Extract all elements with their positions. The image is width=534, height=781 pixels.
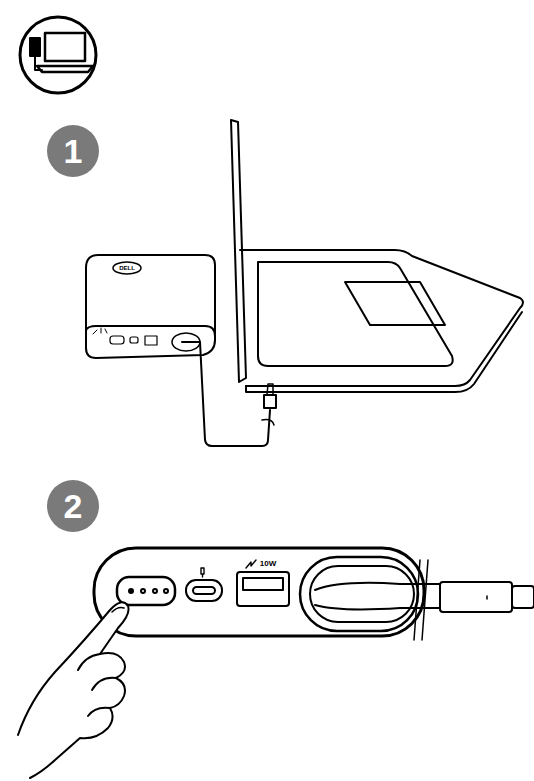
usb-c-plug (440, 582, 534, 612)
laptop-icon (30, 33, 93, 72)
cable (182, 342, 270, 446)
brand-logo: DELL (119, 265, 135, 271)
step-circle: 1 (47, 125, 99, 177)
step-number: 2 (64, 489, 83, 523)
hand (18, 602, 129, 778)
step-number: 1 (64, 134, 83, 168)
mode-icon (20, 17, 96, 93)
step-circle: 2 (47, 480, 99, 532)
laptop (231, 120, 523, 392)
cable-connector (264, 395, 276, 408)
port-rating: 10W (260, 560, 276, 568)
